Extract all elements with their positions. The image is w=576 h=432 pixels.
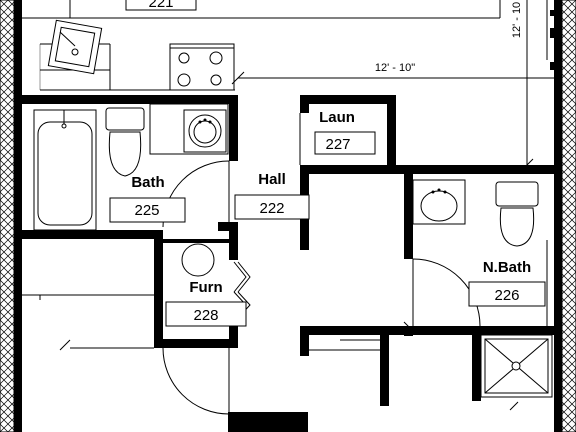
kitchen-sink-icon <box>47 19 103 75</box>
room-number-225: 225 <box>134 202 159 219</box>
interior-walls <box>22 95 554 432</box>
room-name-furn: Furn <box>189 279 222 296</box>
dimension-horizontal: 12' - 10" <box>375 62 415 74</box>
room-number-tag-227 <box>314 131 376 155</box>
room-number-tag-221 <box>125 0 197 11</box>
north-bath-toilet-icon <box>495 181 539 247</box>
dimension-vertical: 12' - 10 <box>511 2 523 38</box>
room-number-tag-225 <box>109 197 186 223</box>
room-number-228: 228 <box>193 307 218 324</box>
furnace-icon <box>181 243 215 277</box>
exterior-wall-left-inner <box>14 0 22 432</box>
room-name-bath: Bath <box>131 174 164 191</box>
bathtub-icon <box>33 109 97 231</box>
room-name-laun: Laun <box>319 109 355 126</box>
exterior-wall-left <box>0 0 15 432</box>
toilet-icon <box>105 107 145 177</box>
room-number-tag-222 <box>234 194 310 220</box>
room-number-226: 226 <box>494 287 519 304</box>
room-number-221: 221 <box>148 0 173 11</box>
lower-door[interactable] <box>162 347 230 415</box>
room-number-tag-228 <box>165 301 247 327</box>
north-bath-sink-icon <box>412 179 466 225</box>
stove-icon <box>169 43 235 91</box>
room-name-hall: Hall <box>258 171 286 188</box>
exterior-wall-right-inner <box>554 0 562 432</box>
room-number-227: 227 <box>325 136 350 153</box>
room-number-tag-226 <box>468 281 546 307</box>
exterior-wall-right <box>561 0 576 432</box>
north-bath-door[interactable] <box>412 258 481 327</box>
room-name-n-bath: N.Bath <box>483 259 531 276</box>
vanity-sink-icon <box>149 103 229 155</box>
shower-icon <box>480 334 553 398</box>
room-number-222: 222 <box>259 200 284 217</box>
